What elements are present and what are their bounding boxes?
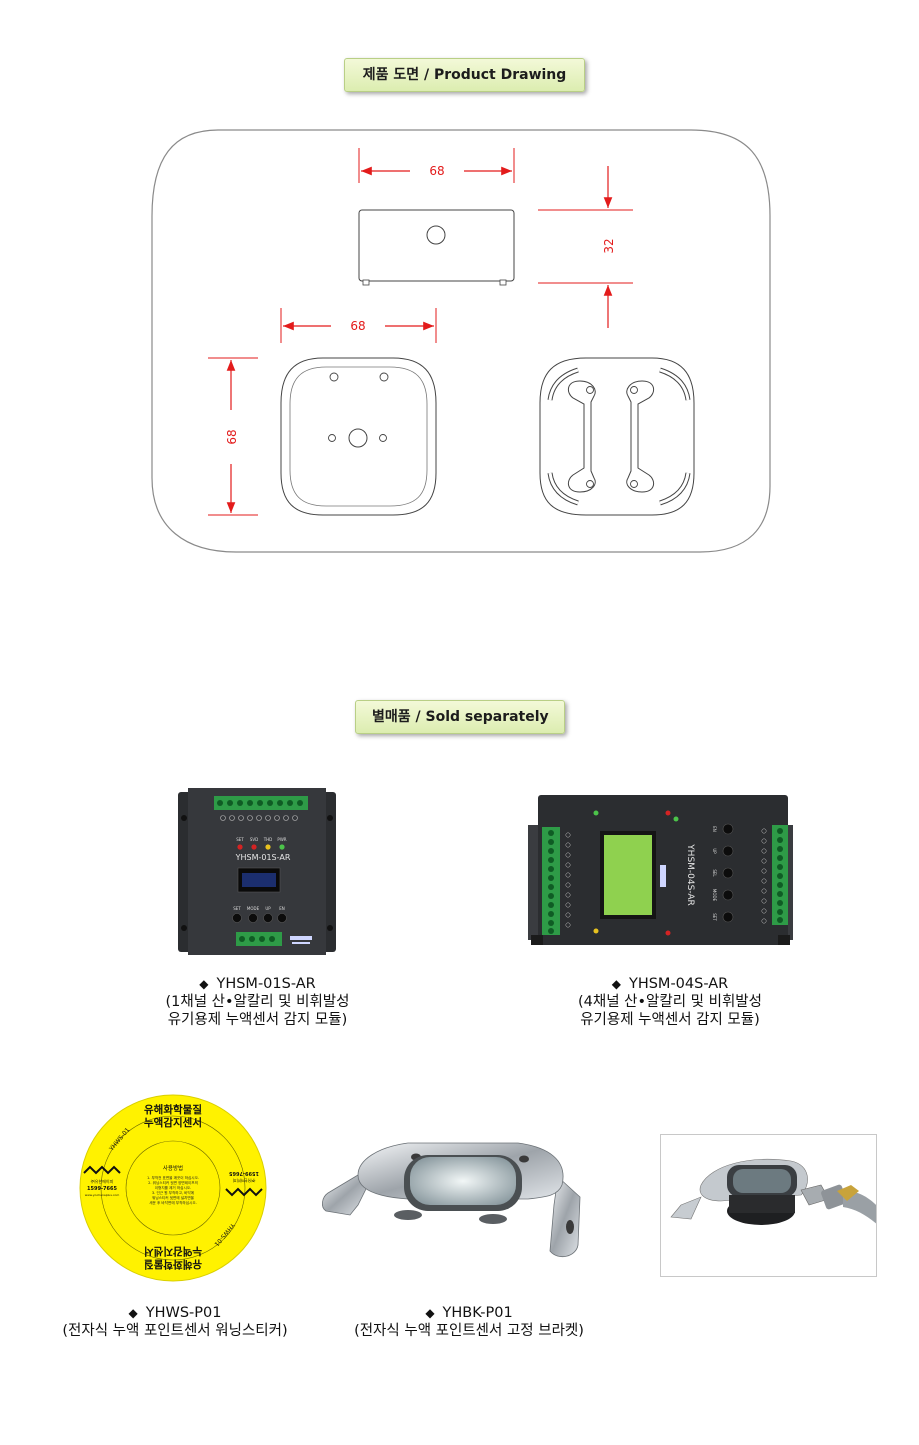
- accessory-caption: ◆ YHWS-P01 (전자식 누액 포인트센서 워닝스티커): [40, 1304, 310, 1340]
- sticker-usage-line: 세운 후 바닥면에 부착하십시오.: [149, 1200, 197, 1205]
- dimension-label: 32: [602, 238, 616, 253]
- sticker-usage-title: 사용방법: [163, 1164, 183, 1172]
- bracket-image: [322, 1142, 581, 1258]
- diamond-bullet-icon: ◆: [611, 977, 621, 991]
- led-label: SET: [236, 837, 244, 842]
- bottom-view-shape: [539, 357, 695, 516]
- button-label: UP: [265, 906, 271, 911]
- device-label: YHSM-04S-AR: [685, 843, 695, 906]
- sticker-logo-right: ㈜유한에이피 1599-7665: [225, 1170, 263, 1197]
- module-desc: (1채널 산•알칼리 및 비휘발성: [165, 994, 350, 1010]
- sticker-phone: 1599-7665: [87, 1186, 117, 1192]
- sticker-phone: 1599-7665: [229, 1170, 259, 1176]
- section-title-sold-separately: 별매품 / Sold separately: [355, 700, 565, 734]
- button-label: MODE: [712, 889, 717, 902]
- sticker-usage-line: 3. 인근 원 부착하고, 바닥에: [152, 1190, 194, 1195]
- top-view-shape: [280, 357, 437, 516]
- dimension-label: 68: [350, 319, 365, 333]
- module-name: YHSM-01S-AR: [216, 976, 316, 992]
- sticker-usage-line: 이형지를 제거 하십시오.: [155, 1185, 192, 1190]
- button-label: SEL: [712, 869, 717, 877]
- dimension-label: 68: [429, 164, 444, 178]
- dimension-bottom-width: 68: [280, 308, 437, 343]
- button-label: EN: [712, 826, 717, 832]
- sticker-usage-line: 워닝스티커 뒷면에 설치면을: [152, 1195, 195, 1200]
- device-label: YHSM-01S-AR: [235, 853, 291, 862]
- installed-sensor-illustration: [661, 1135, 876, 1276]
- dimension-top-height: 32: [538, 166, 633, 328]
- sticker-web: www.yoohanaplus.com: [85, 1193, 120, 1197]
- sticker-logo-left: ㈜유한에이피 1599-7665 www.yoohanaplus.com: [83, 1165, 121, 1197]
- led-label: THD: [263, 837, 273, 842]
- warning-sticker-image: 유해화학물질 누액감지센서 YHWS-01 YHWS-01 사용방법 1. 부착…: [79, 1094, 267, 1282]
- module-desc: 유기용제 누액센서 감지 모듈): [580, 1012, 760, 1028]
- sticker-usage-line: 1. 부착전 표면을 깨끗이 하십시오.: [147, 1175, 199, 1180]
- button-label: MODE: [247, 906, 260, 911]
- sticker-company: ㈜유한에이피: [232, 1178, 255, 1184]
- sticker-company: ㈜유한에이피: [91, 1178, 114, 1184]
- button-label: SET: [233, 906, 241, 911]
- sticker-title-inverted: 누액감지센서: [144, 1245, 202, 1258]
- sticker-usage-line: 2. 워닝스티커 뒷면 양면테이프의: [148, 1180, 198, 1185]
- module-desc: 유기용제 누액센서 감지 모듈): [167, 1012, 348, 1028]
- sticker-title: 유해화학물질: [144, 1103, 202, 1116]
- dimension-bottom-height: 68: [208, 357, 258, 516]
- module-caption: ◆ YHSM-01S-AR (1채널 산•알칼리 및 비휘발성 유기용제 누액센서…: [150, 975, 365, 1029]
- product-drawing: 68 32 68 68: [151, 129, 771, 553]
- diamond-bullet-icon: ◆: [128, 1306, 138, 1320]
- module-caption: ◆ YHSM-04S-AR (4채널 산•알칼리 및 비휘발성 유기용제 누액센서…: [555, 975, 785, 1029]
- led-label: SVD: [250, 837, 258, 842]
- sticker-title: 누액감지센서: [144, 1116, 202, 1129]
- dimension-top-width: 68: [358, 148, 515, 183]
- diamond-bullet-icon: ◆: [425, 1306, 435, 1320]
- accessory-desc: (전자식 누액 포인트센서 고정 브라켓): [354, 1323, 584, 1339]
- sticker-title-inverted: 유해화학물질: [144, 1258, 202, 1271]
- side-view-shape: [358, 209, 515, 286]
- button-label: UP: [712, 848, 717, 854]
- accessory-name: YHBK-P01: [442, 1305, 513, 1321]
- dimension-label: 68: [225, 429, 239, 444]
- accessory-caption: ◆ YHBK-P01 (전자식 누액 포인트센서 고정 브라켓): [330, 1304, 608, 1340]
- diamond-bullet-icon: ◆: [199, 977, 209, 991]
- module-desc: (4채널 산•알칼리 및 비휘발성: [577, 994, 762, 1010]
- accessory-name: YHWS-P01: [145, 1305, 222, 1321]
- button-label: SET: [712, 913, 717, 921]
- module-yhsm-04s-image: YHSM-04S-AR EN UP SEL MODE SET: [528, 795, 793, 945]
- module-name: YHSM-04S-AR: [628, 976, 729, 992]
- accessory-desc: (전자식 누액 포인트센서 워닝스티커): [62, 1323, 288, 1339]
- button-label: EN: [279, 906, 285, 911]
- led-label: PWR: [277, 837, 286, 842]
- module-yhsm-01s-image: SET SVD THD PWR YHSM-01S-AR SET MODE UP …: [178, 788, 336, 955]
- installed-sensor-photo: [660, 1134, 877, 1277]
- section-title-product-drawing: 제품 도면 / Product Drawing: [344, 58, 585, 92]
